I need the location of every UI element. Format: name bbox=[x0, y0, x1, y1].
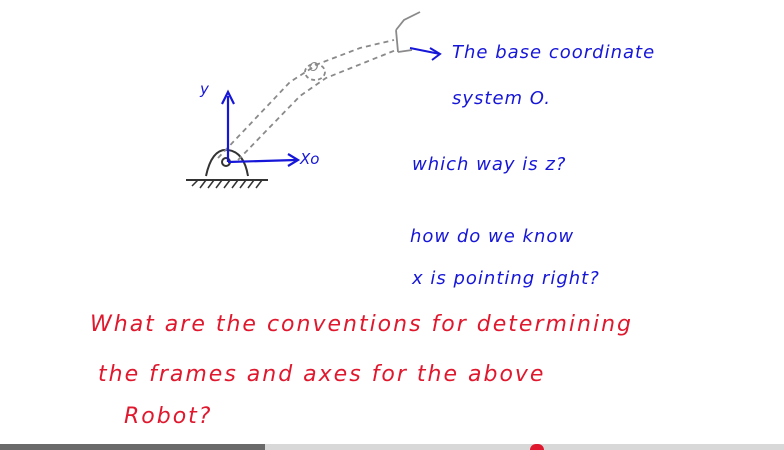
progress-fill bbox=[0, 444, 265, 450]
note-base-coordinate: The base coordinate bbox=[452, 42, 656, 63]
question-line-3: Robot? bbox=[124, 404, 213, 429]
note-x-right: x is pointing right? bbox=[412, 268, 600, 289]
progress-handle[interactable] bbox=[530, 444, 544, 450]
note-how-know: how do we know bbox=[410, 226, 575, 247]
question-line-1: What are the conventions for determining bbox=[90, 312, 633, 337]
origin-label: O bbox=[309, 60, 319, 74]
question-line-2: the frames and axes for the above bbox=[98, 362, 546, 387]
progress-bar[interactable] bbox=[0, 444, 784, 450]
y-axis-label: y bbox=[200, 80, 209, 98]
x-axis-label: Xo bbox=[300, 150, 320, 168]
note-which-way: which way is z? bbox=[412, 154, 567, 175]
note-system: system O. bbox=[452, 88, 551, 109]
